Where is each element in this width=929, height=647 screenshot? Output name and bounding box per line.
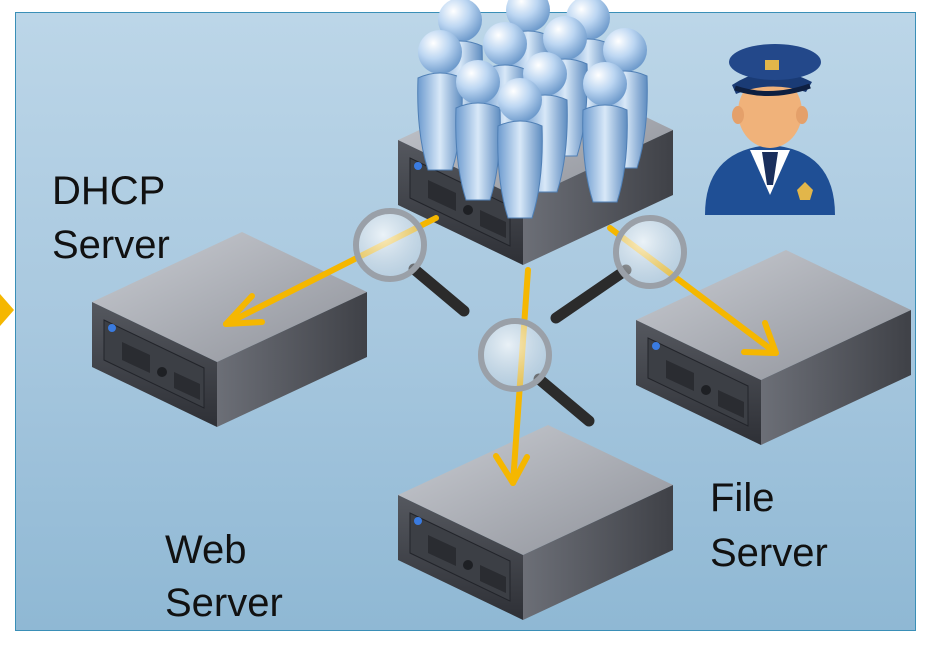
web-label-line1: Web	[165, 528, 247, 572]
police-officer-icon	[705, 44, 835, 215]
magnifying-glass-icon	[550, 215, 687, 324]
dhcp-label-line2: Server	[52, 223, 170, 267]
web-server-icon	[397, 424, 674, 621]
dhcp-label-line1: DHCP	[52, 169, 166, 213]
file-label-line1: File	[710, 476, 775, 520]
file-label-line2: Server	[710, 531, 828, 575]
magnifying-glass-icon	[481, 321, 589, 421]
arrow-to-file-head	[741, 320, 779, 356]
web-label-line2: Server	[165, 581, 283, 625]
edge-arrow-icon	[0, 294, 14, 326]
arrow-to-web-head	[493, 453, 530, 486]
arrow-to-dhcp-head	[223, 293, 265, 327]
